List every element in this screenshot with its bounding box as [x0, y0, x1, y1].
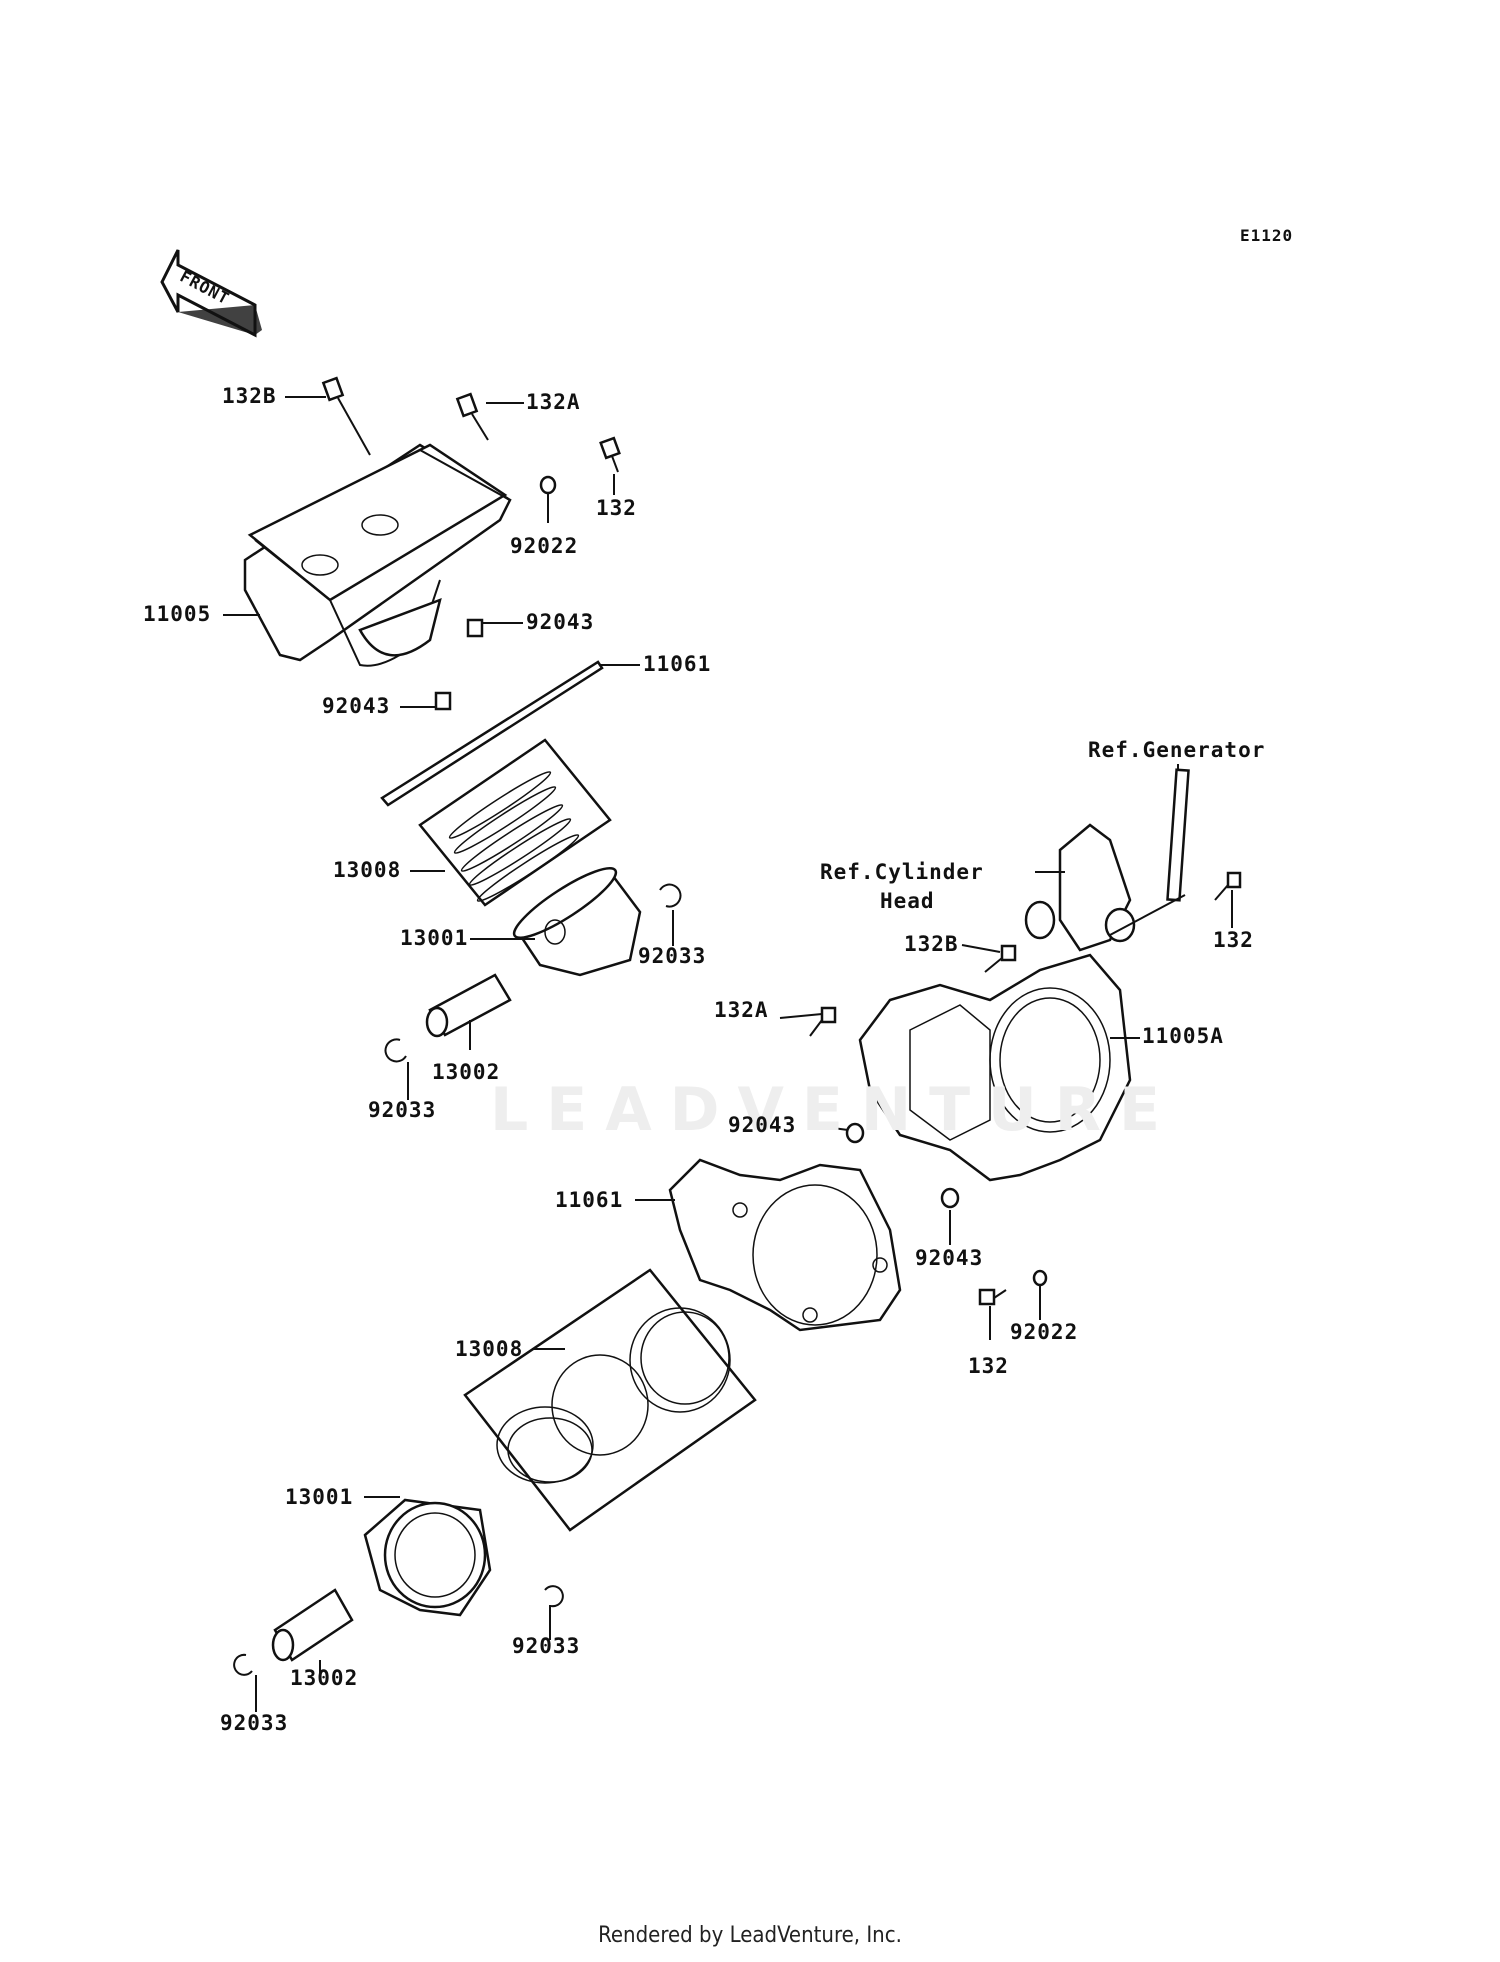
callout-92043-c[interactable]: 92043 — [728, 1113, 797, 1137]
gasket-11061-bottom — [668, 1158, 902, 1332]
callout-11005[interactable]: 11005 — [143, 602, 212, 626]
upper-cylinder-group — [243, 376, 682, 1063]
circlip-92033-top-left — [384, 1038, 407, 1063]
callout-11005A[interactable]: 11005A — [1142, 1024, 1224, 1048]
callout-13002-bottom[interactable]: 13002 — [290, 1666, 359, 1690]
ref-generator-bracket — [1024, 768, 1190, 952]
callout-92033-bottom-left[interactable]: 92033 — [220, 1711, 289, 1735]
callout-92043-a[interactable]: 92043 — [526, 610, 595, 634]
cylinder-11005 — [243, 443, 512, 667]
piston-pin-13002-top — [425, 973, 512, 1038]
callout-132B-top[interactable]: 132B — [222, 384, 277, 408]
callout-92033-top-right[interactable]: 92033 — [638, 944, 707, 968]
callout-ref-cylinder-head[interactable]: Ref.Cylinder — [820, 860, 984, 884]
piston-rings-13008-top — [418, 738, 612, 907]
bolt-132B-right — [984, 944, 1017, 973]
piston-pin-13002-bottom — [271, 1588, 354, 1662]
gasket-11061-top — [380, 660, 604, 807]
piston-13001-bottom — [363, 1498, 492, 1617]
callout-13001-bottom[interactable]: 13001 — [285, 1485, 354, 1509]
bolt-132-right — [1214, 871, 1242, 901]
callout-ref-cylinder-head-line2: Head — [880, 889, 935, 913]
callout-132A-right[interactable]: 132A — [714, 998, 769, 1022]
lower-cylinder-group — [233, 768, 1242, 1676]
dowel-92043-d — [940, 1187, 960, 1209]
dowel-92043-c — [845, 1122, 865, 1144]
callout-92043-b[interactable]: 92043 — [322, 694, 391, 718]
callout-13002-top[interactable]: 13002 — [432, 1060, 501, 1084]
piston-rings-13008-bottom — [463, 1268, 757, 1532]
bolt-132A-right — [809, 1006, 837, 1037]
callout-132-top[interactable]: 132 — [596, 496, 637, 520]
cylinder-11005A — [858, 953, 1132, 1182]
callout-13008-top[interactable]: 13008 — [333, 858, 402, 882]
callout-132-bottom[interactable]: 132 — [968, 1354, 1009, 1378]
callout-11061-top[interactable]: 11061 — [643, 652, 712, 676]
diagram-code: E1120 — [1240, 226, 1294, 245]
washer-92022-bottom — [1032, 1269, 1048, 1287]
callout-13008-bottom[interactable]: 13008 — [455, 1337, 524, 1361]
callout-132B-right[interactable]: 132B — [904, 932, 959, 956]
leader-lines — [223, 396, 1233, 1712]
washer-92022-top — [539, 475, 557, 495]
bolt-132B-top — [321, 376, 371, 456]
bolt-132-bottom — [978, 1288, 1007, 1306]
circlip-92033-top-right — [659, 883, 682, 908]
circlip-92033-bottom-right — [544, 1585, 564, 1608]
front-arrow-icon — [160, 249, 262, 338]
circlip-92033-bottom-left — [233, 1653, 253, 1676]
footer-rendered-by: Rendered by LeadVenture, Inc. — [598, 1923, 902, 1948]
watermark: LEADVENTURE — [490, 1075, 1178, 1145]
callout-13001-top[interactable]: 13001 — [400, 926, 469, 950]
callout-92033-top-left[interactable]: 92033 — [368, 1098, 437, 1122]
callout-132-right[interactable]: 132 — [1213, 928, 1254, 952]
bolt-132-top — [599, 436, 621, 473]
callout-ref-generator[interactable]: Ref.Generator — [1088, 738, 1266, 762]
callout-92033-bottom-right[interactable]: 92033 — [512, 1634, 581, 1658]
piston-13001-top — [512, 867, 642, 977]
callout-92043-d[interactable]: 92043 — [915, 1246, 984, 1270]
callout-92022-bottom[interactable]: 92022 — [1010, 1320, 1079, 1344]
dowel-92043-b — [434, 691, 452, 711]
bolt-132A-top — [455, 392, 489, 441]
callout-132A-top[interactable]: 132A — [526, 390, 581, 414]
dowel-92043-a — [466, 618, 484, 638]
callout-92022-top[interactable]: 92022 — [510, 534, 579, 558]
callout-11061-bottom[interactable]: 11061 — [555, 1188, 624, 1212]
